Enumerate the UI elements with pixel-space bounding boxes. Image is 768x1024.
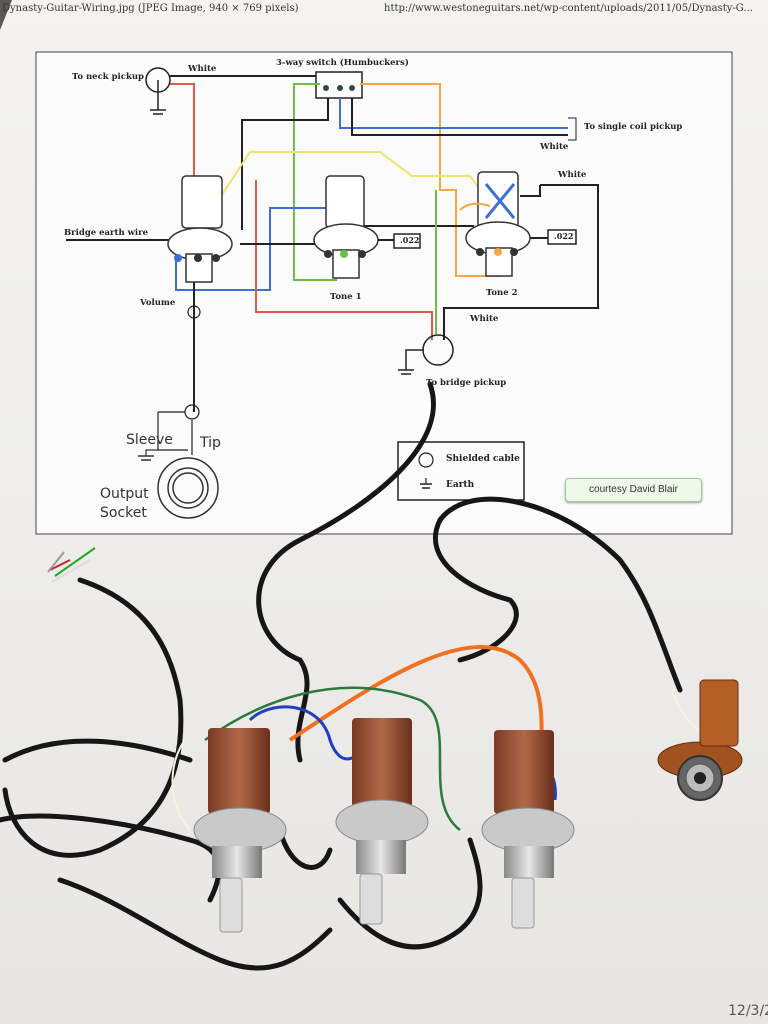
pot-volume-photo bbox=[193, 728, 287, 933]
date-stamp: 12/3/2 bbox=[728, 1003, 768, 1019]
label-tip: Tip bbox=[200, 435, 221, 451]
label-to-neck-pickup: To neck pickup bbox=[72, 72, 144, 82]
output-jack-photo bbox=[657, 679, 743, 801]
pot-tone1-photo bbox=[335, 718, 429, 925]
label-cap-1: .022 bbox=[400, 235, 420, 245]
label-cap-2: .022 bbox=[554, 231, 574, 241]
label-white-2: White bbox=[540, 142, 569, 152]
browser-url: http://www.westoneguitars.net/wp-content… bbox=[384, 3, 753, 14]
label-to-bridge-pickup: To bridge pickup bbox=[426, 378, 507, 388]
browser-title: Dynasty-Guitar-Wiring.jpg (JPEG Image, 9… bbox=[2, 3, 299, 14]
label-to-single-coil: To single coil pickup bbox=[584, 122, 683, 132]
label-switch: 3-way switch (Humbuckers) bbox=[276, 58, 409, 68]
label-white-4: White bbox=[470, 314, 499, 324]
courtesy-badge: courtesy David Blair bbox=[565, 478, 702, 502]
label-white-1: White bbox=[188, 64, 217, 74]
label-shielded-cable: Shielded cable bbox=[446, 454, 520, 464]
label-earth: Earth bbox=[446, 480, 475, 490]
label-output: Output bbox=[100, 486, 149, 502]
pot-tone2-photo bbox=[481, 730, 575, 929]
label-tone-1: Tone 1 bbox=[330, 292, 362, 302]
label-socket: Socket bbox=[100, 505, 147, 521]
label-bridge-earth-wire: Bridge earth wire bbox=[64, 228, 149, 238]
label-tone-2: Tone 2 bbox=[486, 288, 518, 298]
label-sleeve: Sleeve bbox=[126, 432, 173, 448]
label-white-3: White bbox=[558, 170, 587, 180]
label-volume: Volume bbox=[140, 298, 176, 308]
